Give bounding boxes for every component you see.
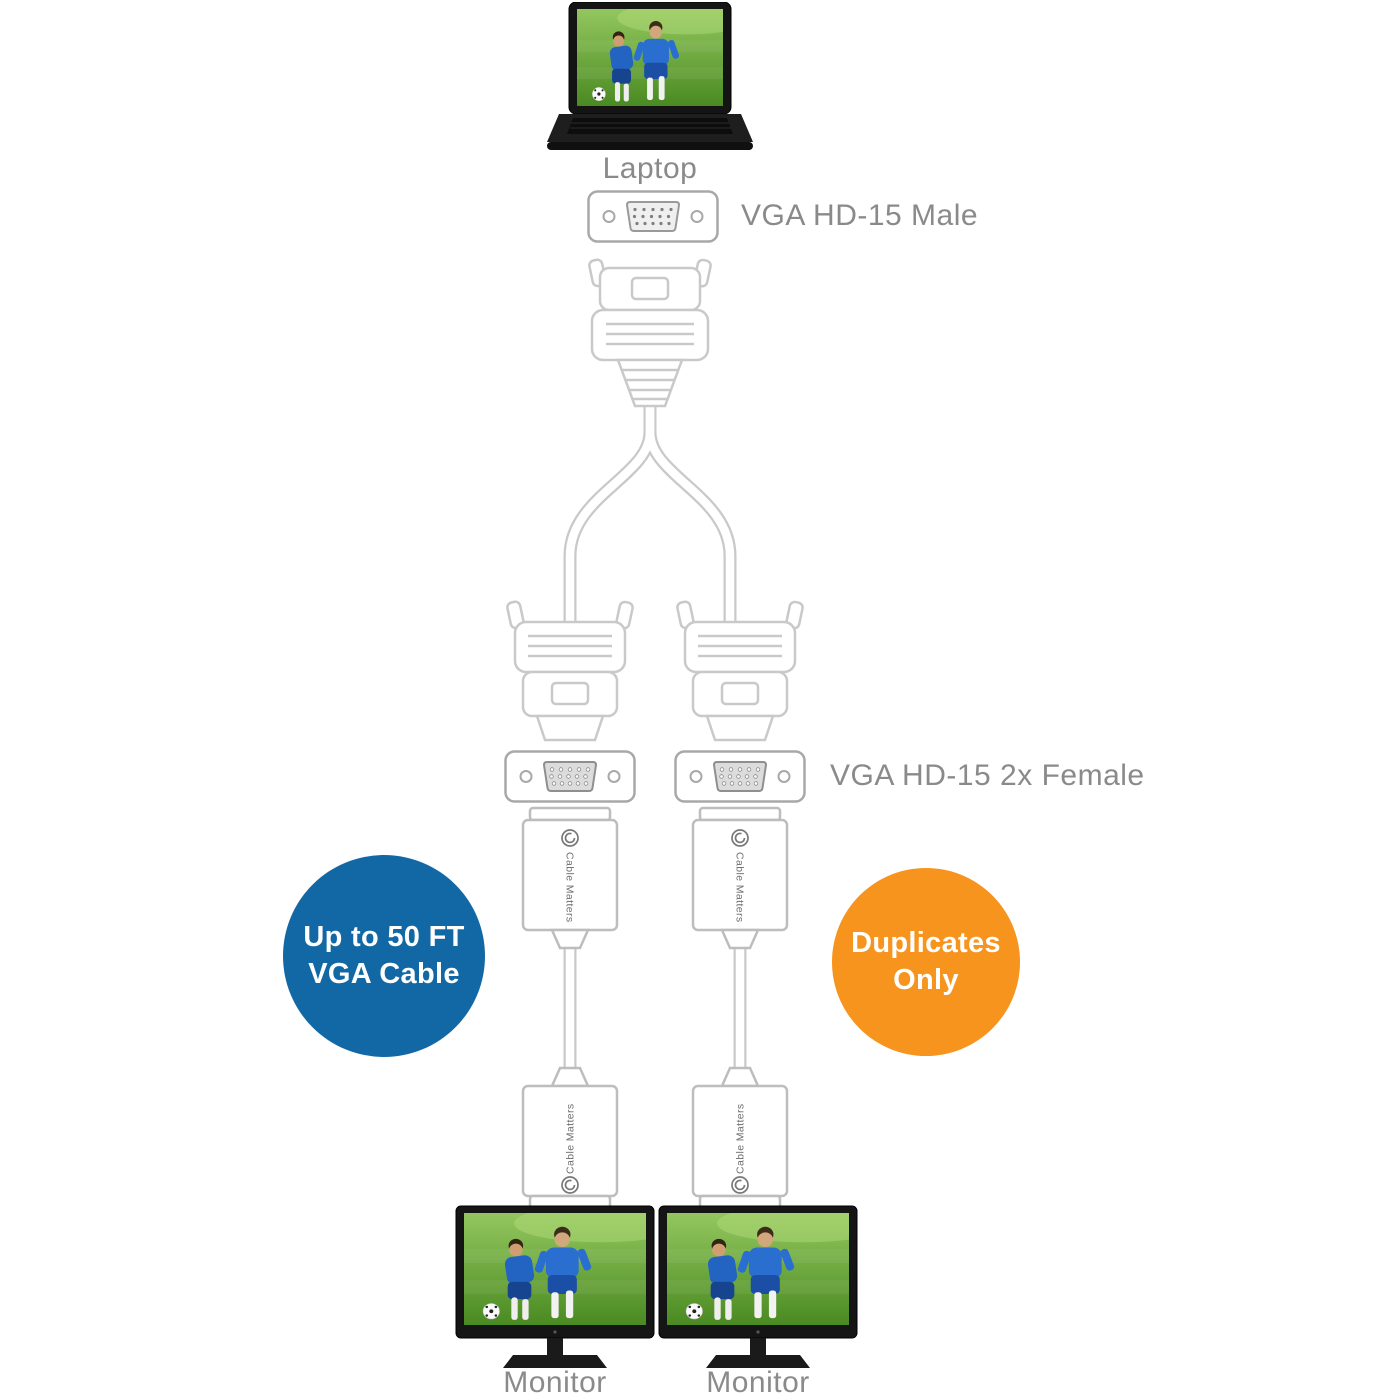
badge-duplicates-only: Duplicates Only xyxy=(832,868,1020,1056)
badge-cable-length: Up to 50 FT VGA Cable xyxy=(283,855,485,1057)
splitter-branch-connector-right xyxy=(665,600,815,745)
badge-duplicates-line2: Only xyxy=(893,964,959,996)
laptop-label: Laptop xyxy=(602,152,698,185)
splitter-male-connector xyxy=(588,258,712,408)
vga-cable-segment-right xyxy=(733,946,747,1074)
vga-female-label: VGA HD-15 2x Female xyxy=(830,759,1145,792)
vga-hd15-male-icon xyxy=(587,190,719,243)
monitor-left-graphic xyxy=(455,1205,655,1373)
vga-y-splitter-cable-graphic xyxy=(563,258,737,628)
vga-cable-segment-left xyxy=(563,946,577,1074)
badge-cable-length-line1: Up to 50 FT xyxy=(303,921,465,953)
laptop-graphic xyxy=(547,2,753,150)
cable-matters-connector-upper-left xyxy=(510,806,630,956)
cable-matters-connector-lower-right xyxy=(680,1066,800,1221)
badge-duplicates-line1: Duplicates xyxy=(851,927,1001,959)
vga-male-label: VGA HD-15 Male xyxy=(741,199,979,232)
splitter-branch-connector-left xyxy=(495,600,645,745)
monitor-left-label: Monitor xyxy=(503,1366,607,1399)
cable-matters-connector-upper-right xyxy=(680,806,800,956)
monitor-right-graphic xyxy=(658,1205,858,1373)
vga-hd15-female-icon-right xyxy=(674,750,806,803)
vga-hd15-female-icon-left xyxy=(504,750,636,803)
cable-matters-connector-lower-left xyxy=(510,1066,630,1221)
badge-cable-length-line2: VGA Cable xyxy=(308,958,460,990)
monitor-right-label: Monitor xyxy=(706,1366,810,1399)
